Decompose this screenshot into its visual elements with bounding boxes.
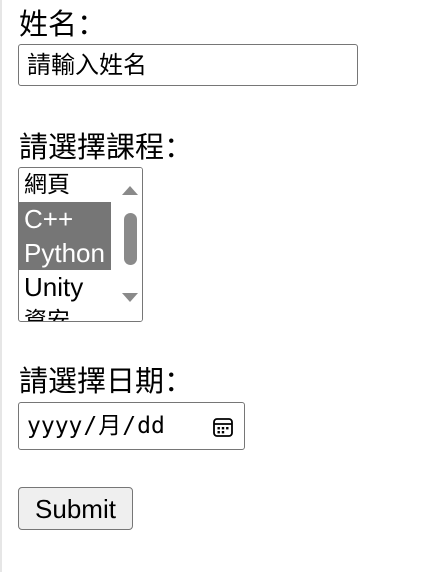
course-options: 網頁 C++ Python Unity 資安 xyxy=(19,168,111,322)
date-year-field[interactable]: yyyy xyxy=(27,413,83,439)
date-separator: / xyxy=(83,413,98,439)
course-select[interactable]: 網頁 C++ Python Unity 資安 xyxy=(18,167,143,322)
scroll-thumb[interactable] xyxy=(124,213,137,265)
date-placeholder: yyyy/月/dd xyxy=(27,412,165,440)
course-scrollbar[interactable] xyxy=(118,168,142,321)
date-label: 請選擇日期： xyxy=(19,364,194,398)
date-month-field[interactable]: 月 xyxy=(98,413,122,439)
submit-button[interactable]: Submit xyxy=(18,487,133,530)
date-input[interactable]: yyyy/月/dd xyxy=(18,402,245,450)
date-separator: / xyxy=(122,413,137,439)
course-option-python[interactable]: Python xyxy=(19,236,111,270)
course-option-web[interactable]: 網頁 xyxy=(24,172,70,198)
course-option-cpp[interactable]: C++ xyxy=(19,202,111,236)
course-label: 請選擇課程： xyxy=(19,130,194,164)
course-option-unity[interactable]: Unity xyxy=(24,272,84,302)
calendar-icon[interactable] xyxy=(212,416,234,438)
name-input[interactable] xyxy=(18,44,358,86)
date-day-field[interactable]: dd xyxy=(137,413,165,439)
course-option-security[interactable]: 資安 xyxy=(24,308,70,322)
name-label: 姓名： xyxy=(19,7,107,41)
scroll-up-arrow-icon[interactable] xyxy=(122,186,138,195)
scroll-down-arrow-icon[interactable] xyxy=(122,293,138,302)
page-edge xyxy=(0,0,2,572)
